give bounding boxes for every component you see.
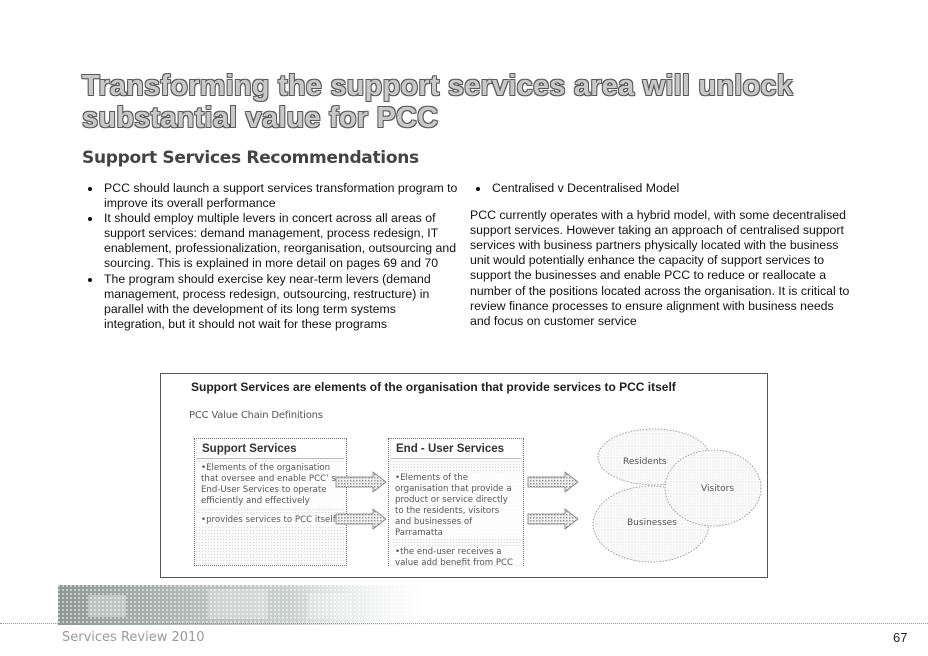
model-list: Centralised v Decentralised Model: [470, 181, 850, 196]
businesses-label: Businesses: [627, 518, 677, 528]
footer-divider: [0, 623, 928, 624]
slide-title: Transforming the support services area w…: [82, 70, 794, 134]
panel-heading: Support Services are elements of the org…: [191, 380, 676, 394]
list-item: PCC should launch a support services tra…: [102, 181, 460, 211]
arrow-right-icon: [527, 508, 579, 530]
left-column: PCC should launch a support services tra…: [82, 181, 460, 332]
section-subtitle: Support Services Recommendations: [82, 148, 419, 168]
list-item: Centralised v Decentralised Model: [490, 181, 850, 196]
end-user-services-title: End - User Services: [391, 439, 521, 459]
visitors-label: Visitors: [701, 484, 734, 494]
panel-subheading: PCC Value Chain Definitions: [189, 410, 323, 421]
arrow-right-icon: [335, 508, 387, 530]
support-services-text: •provides services to PCC itself: [195, 515, 346, 526]
model-paragraph: PCC currently operates with a hybrid mod…: [470, 208, 850, 328]
arrow-right-icon: [335, 471, 387, 493]
end-user-services-box: End - User Services •Elements of the org…: [388, 438, 524, 569]
list-item: The program should exercise key near-ter…: [102, 272, 460, 332]
customer-venn-diagram: Residents Visitors Businesses: [592, 428, 762, 563]
page-number: 67: [893, 630, 908, 645]
support-services-title: Support Services: [197, 439, 344, 459]
arrow-right-icon: [527, 471, 579, 493]
value-chain-panel: Support Services are elements of the org…: [160, 373, 768, 578]
visitors-circle: [664, 449, 762, 527]
end-user-services-text: •the end-user receives a value add benef…: [389, 547, 523, 569]
residents-label: Residents: [623, 457, 667, 467]
support-services-text: •Elements of the organisation that overs…: [195, 463, 346, 507]
right-column: Centralised v Decentralised Model PCC cu…: [470, 181, 850, 329]
list-item: It should employ multiple levers in conc…: [102, 211, 460, 271]
recommendation-list: PCC should launch a support services tra…: [82, 181, 460, 332]
footer-photo-band: [58, 585, 448, 625]
support-services-box: Support Services •Elements of the organi…: [194, 438, 347, 566]
end-user-services-text: •Elements of the organisation that provi…: [389, 473, 523, 539]
footer-title: Services Review 2010: [62, 630, 205, 645]
